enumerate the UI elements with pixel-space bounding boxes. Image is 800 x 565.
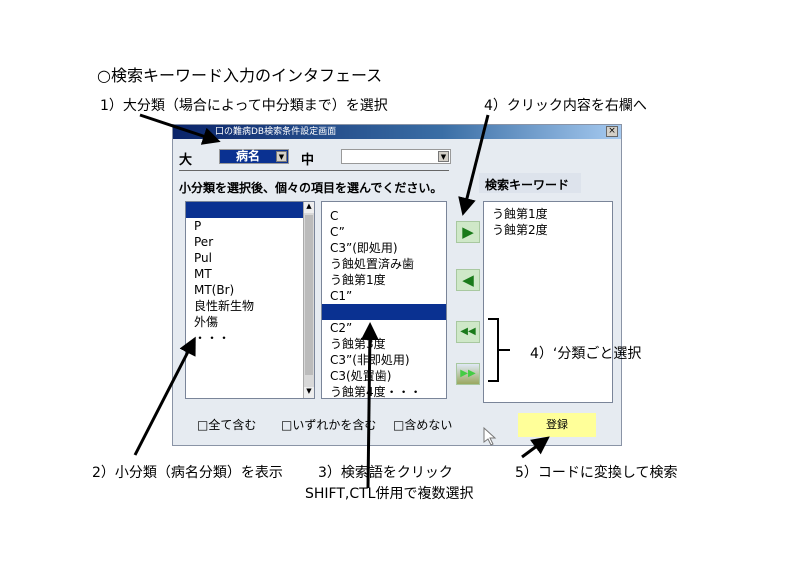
list-item[interactable]: C3(処置歯) [330, 369, 392, 383]
annotation-1: 1）大分類（場合によって中分類まで）を選択 [100, 98, 388, 114]
major-label: 大 [179, 153, 193, 168]
close-button[interactable]: × [606, 126, 618, 137]
list-item[interactable]: 外傷 [194, 315, 219, 329]
scrollbar[interactable]: ▲ ▼ [303, 202, 314, 398]
arrow-4 [458, 114, 490, 216]
scroll-down-icon[interactable]: ▼ [304, 387, 314, 398]
register-button[interactable]: 登録 [518, 413, 596, 437]
list-item[interactable]: う蝕第4度・・・ [330, 385, 422, 399]
add-button[interactable]: ▶ [456, 221, 480, 243]
list-item[interactable]: う蝕第2度 [492, 223, 548, 237]
list-item[interactable]: Per [194, 235, 214, 249]
list-item[interactable]: う蝕第1度 [330, 273, 386, 287]
major-value: 病名 [236, 149, 261, 163]
annotation-5: 5）コードに変換して検索 [515, 465, 678, 481]
list-item[interactable]: P [194, 219, 202, 233]
list-item[interactable]: Pul [194, 251, 212, 265]
keyword-header: 検索キーワード [479, 173, 581, 193]
arrow-2 [133, 336, 196, 456]
list-item[interactable]: C [330, 209, 339, 223]
list-item[interactable] [322, 304, 446, 320]
list-item[interactable]: う蝕処置済み歯 [330, 257, 415, 271]
list-item[interactable]: 良性新生物 [194, 299, 255, 313]
annotation-4b: 4）‘分類ごと選択 [530, 346, 642, 362]
option-all[interactable]: □全て含む [197, 418, 257, 432]
arrow-1 [139, 113, 221, 145]
middle-label: 中 [301, 153, 315, 168]
chevron-down-icon[interactable]: ▼ [276, 151, 287, 162]
arrow-3 [360, 322, 379, 489]
list-item[interactable]: MT(Br) [194, 283, 235, 297]
chevron-down-icon[interactable]: ▼ [438, 151, 449, 162]
scroll-thumb[interactable] [305, 215, 313, 375]
annotation-4: 4）クリック内容を右欄へ [484, 98, 647, 114]
instruction-text: 小分類を選択後、個々の項目を選んでください。 [179, 181, 443, 195]
divider [179, 170, 449, 171]
add-all-button[interactable]: ▶▶ [456, 363, 480, 385]
annotation-2: 2）小分類（病名分類）を表示 [92, 465, 283, 481]
list-item[interactable]: う蝕第3度 [330, 337, 386, 351]
remove-button[interactable]: ◀ [456, 269, 480, 291]
list-item[interactable]: C3”(即処用) [330, 241, 398, 255]
title-bar: 口の難病DB検索条件設定画面 × [173, 125, 621, 139]
major-category-select[interactable]: 病名 ▼ [219, 149, 289, 164]
list-item[interactable]: ・・・ [194, 331, 231, 345]
list-item[interactable] [186, 202, 314, 218]
arrow-5 [521, 436, 550, 459]
middle-category-select[interactable]: ▼ [341, 149, 451, 164]
list-item[interactable]: C1” [330, 289, 353, 303]
list-item[interactable]: MT [194, 267, 212, 281]
page-heading: ○検索キーワード入力のインタフェース [97, 66, 383, 85]
remove-all-button[interactable]: ◀◀ [456, 321, 480, 343]
list-item[interactable]: C” [330, 225, 345, 239]
option-none[interactable]: □含めない [393, 418, 453, 432]
list-item[interactable]: C2” [330, 321, 353, 335]
annotation-3b: SHIFT,CTL併用で複数選択 [305, 486, 474, 502]
option-any[interactable]: □いずれかを含む [281, 418, 377, 432]
mouse-cursor-icon [483, 426, 497, 446]
keyword-list[interactable]: う蝕第1度う蝕第2度 [483, 201, 613, 403]
brace [488, 318, 510, 382]
window-title: 口の難病DB検索条件設定画面 [215, 127, 337, 137]
list-item[interactable]: う蝕第1度 [492, 207, 548, 221]
search-dialog: 口の難病DB検索条件設定画面 × 大 病名 ▼ 中 ▼ 小分類を選択後、個々の項目… [172, 124, 622, 446]
scroll-up-icon[interactable]: ▲ [304, 202, 314, 213]
annotation-3: 3）検索語をクリック [318, 465, 453, 481]
